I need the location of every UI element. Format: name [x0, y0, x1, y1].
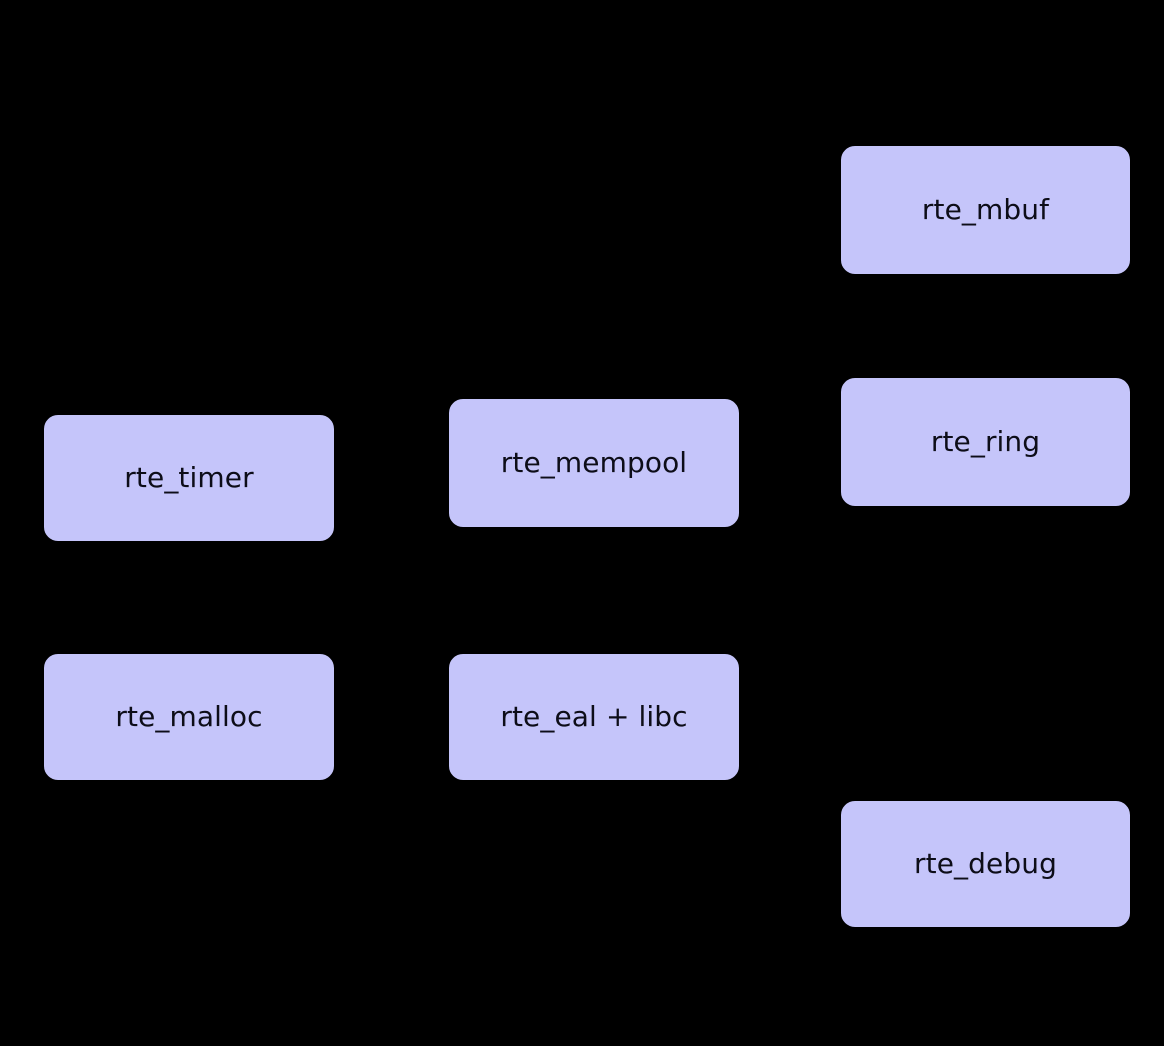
node-label-rte-eal-libc: rte_eal + libc: [500, 699, 688, 733]
edge-eal-to-debug: [738, 769, 862, 808]
node-rte-malloc[interactable]: rte_malloc: [44, 654, 334, 780]
node-rte-timer[interactable]: rte_timer: [44, 415, 334, 541]
node-label-rte-ring: rte_ring: [930, 424, 1041, 458]
node-rte-eal-libc[interactable]: rte_eal + libc: [449, 654, 739, 780]
node-label-rte-malloc: rte_malloc: [115, 699, 263, 733]
edge-mbuf-to-mempool: [691, 273, 861, 401]
edge-timer-to-eal: [299, 540, 479, 656]
node-label-rte-mempool: rte_mempool: [500, 445, 688, 479]
node-label-rte-debug: rte_debug: [914, 846, 1057, 880]
node-rte-mempool[interactable]: rte_mempool: [449, 399, 739, 527]
node-rte-ring[interactable]: rte_ring: [841, 378, 1130, 506]
node-rte-mbuf[interactable]: rte_mbuf: [841, 146, 1130, 274]
node-rte-debug[interactable]: rte_debug: [841, 801, 1130, 927]
node-label-rte-mbuf: rte_mbuf: [921, 192, 1050, 226]
edge-mempool-to-ring: [738, 441, 843, 456]
node-label-rte-timer: rte_timer: [124, 460, 254, 494]
